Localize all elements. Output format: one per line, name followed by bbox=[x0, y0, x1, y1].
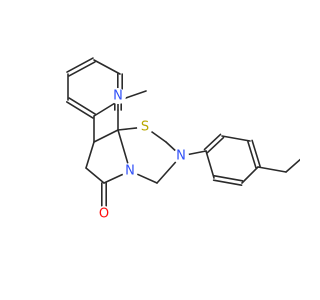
bond-e1-e2-second bbox=[203, 133, 222, 151]
atom-sulfur: S bbox=[137, 119, 153, 135]
bond-c7-c1 bbox=[93, 129, 119, 143]
bond-ch2b-nb bbox=[136, 173, 158, 184]
bond-na-ch2b bbox=[156, 161, 177, 184]
bond-e6-e1 bbox=[205, 150, 215, 179]
bond-nb-c9 bbox=[103, 173, 124, 184]
bond-na-e1 bbox=[188, 150, 207, 156]
bond-m3-m4-second bbox=[66, 57, 94, 73]
bond-e3-e4 bbox=[247, 140, 257, 169]
atom-label-amine-n: N bbox=[176, 149, 186, 164]
bond-m1-m2-second bbox=[66, 101, 94, 119]
bond-e1-e2 bbox=[206, 136, 225, 154]
bond-e4-e5 bbox=[241, 166, 259, 184]
atom-label-bridgehead-n: N bbox=[125, 164, 135, 179]
atom-bridgehead-n: N bbox=[122, 163, 138, 179]
atom-nitrile-n: N bbox=[110, 88, 126, 104]
atom-carbonyl-o: O bbox=[96, 206, 112, 222]
bond-m3-m4 bbox=[68, 61, 96, 77]
bond-e5-e6 bbox=[213, 175, 244, 182]
bond-e4-et1 bbox=[257, 166, 287, 173]
bond-c9-c8 bbox=[85, 167, 105, 184]
bond-et1-et2 bbox=[285, 158, 300, 173]
atom-label-sulfur: S bbox=[141, 120, 149, 135]
bonds bbox=[66, 57, 300, 207]
bond-s-ch2a bbox=[150, 130, 167, 143]
atom-labels: N S N N O bbox=[96, 88, 189, 222]
atom-label-nitrile-n: N bbox=[113, 89, 123, 104]
bond-e2-e3 bbox=[221, 135, 251, 142]
atom-amine-n: N bbox=[173, 148, 189, 164]
bond-e3-e4-second bbox=[251, 139, 261, 168]
bond-c1-s bbox=[117, 127, 138, 131]
bond-e5-e6-second bbox=[212, 179, 243, 186]
bond-nb-c1 bbox=[117, 129, 129, 165]
bond-c8-c7 bbox=[85, 141, 95, 169]
bond-m4-m5 bbox=[93, 59, 121, 75]
molecule-structure: N S N N O bbox=[66, 57, 300, 222]
atom-label-carbonyl-o: O bbox=[99, 207, 109, 222]
bond-ch2a-na bbox=[165, 141, 176, 152]
bond-m1-m2 bbox=[68, 97, 96, 115]
